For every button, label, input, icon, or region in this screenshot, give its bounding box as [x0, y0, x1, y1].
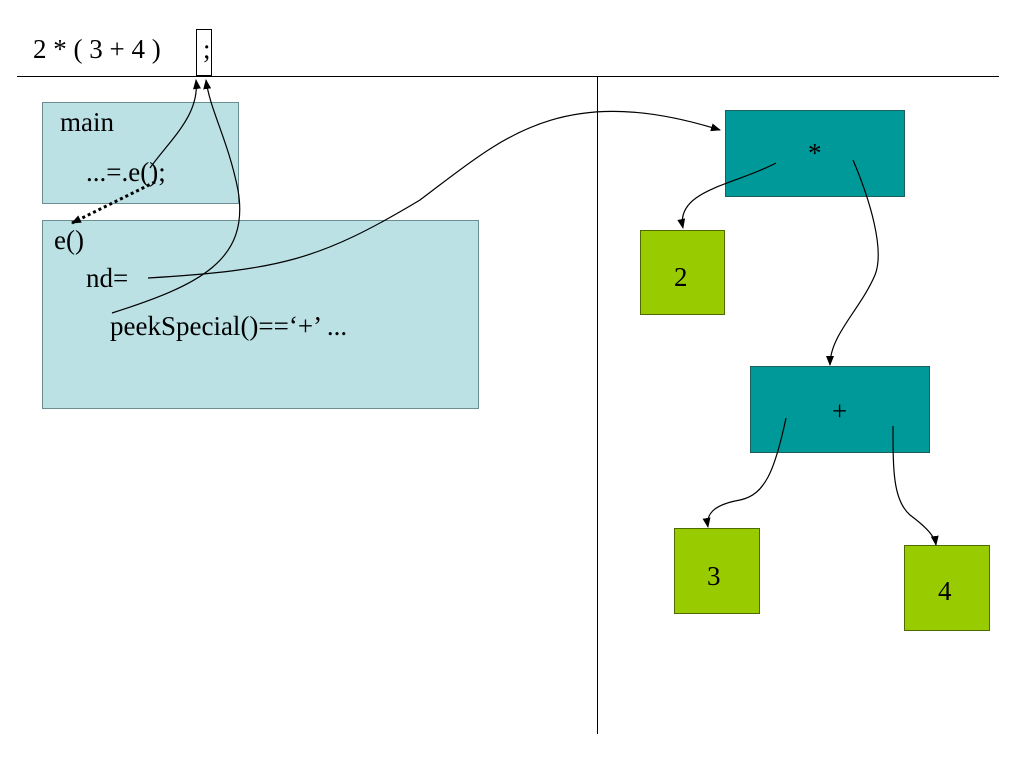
tree-leaf-4 [904, 545, 990, 631]
tree-leaf-3-label: 3 [707, 561, 721, 591]
main-frame-title: main [60, 107, 114, 137]
input-expression: 2 * ( 3 + 4 ) [33, 34, 161, 64]
current-token-box [196, 29, 212, 76]
e-frame-title: e() [54, 225, 84, 255]
tree-leaf-3 [674, 528, 760, 614]
e-frame-line-1: nd= [86, 263, 129, 293]
input-terminator: ; [203, 34, 211, 64]
tree-node-root-label: * [808, 138, 822, 168]
tree-leaf-4-label: 4 [938, 576, 952, 606]
tree-node-plus-label: + [832, 396, 848, 426]
vertical-divider [597, 77, 598, 734]
main-frame-line: ...=.e(); [86, 157, 166, 187]
e-frame-line-2: peekSpecial()==‘+’ ... [110, 311, 348, 341]
tree-leaf-2-label: 2 [674, 262, 688, 292]
horizontal-divider [17, 76, 999, 77]
